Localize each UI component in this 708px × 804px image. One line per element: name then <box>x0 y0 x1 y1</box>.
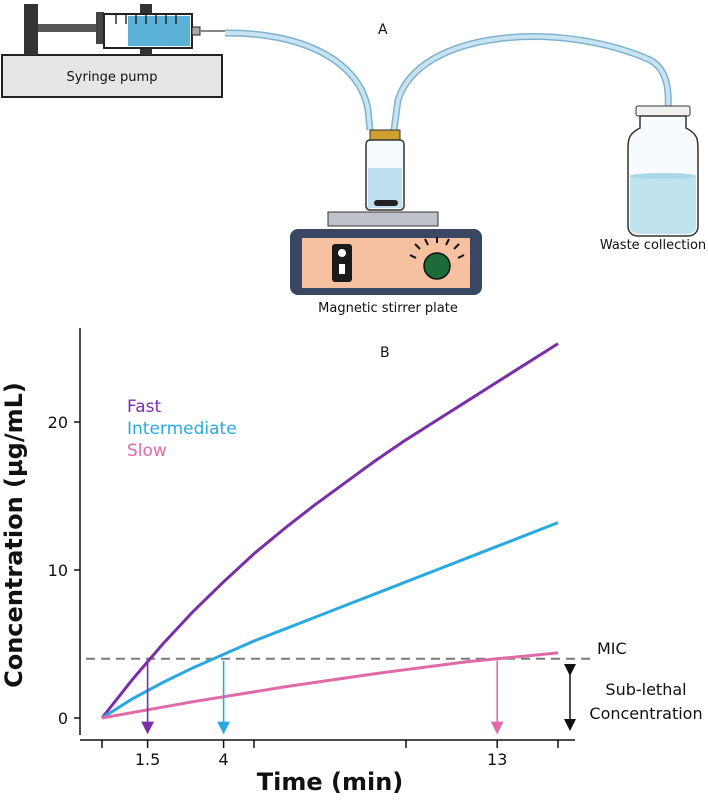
crossing-arrows <box>141 660 504 735</box>
sublethal-label-line1: Sub-lethal <box>605 680 686 699</box>
syringe-tip <box>191 26 201 36</box>
x-axis-title: Time (min) <box>257 768 404 796</box>
sublethal-label-line2: Concentration <box>589 704 702 723</box>
vial-cap <box>369 129 401 141</box>
reaction-vial <box>365 129 405 211</box>
syringe-pump-clamp-left <box>24 4 38 55</box>
syringe-pump-base <box>1 54 223 98</box>
syringe-plunger-head <box>96 12 104 44</box>
stirrer-top-plate <box>327 211 439 227</box>
legend-item-fast: Fast <box>127 397 161 417</box>
series-layer <box>100 342 559 720</box>
y-axis-title: Concentration (µg/mL) <box>0 382 28 688</box>
syringe-graduations <box>115 14 177 24</box>
panel-b-label: B <box>380 345 390 361</box>
x-tick-label-1.5: 1.5 <box>135 750 160 769</box>
syringe-pump-label: Syringe pump <box>67 70 158 85</box>
power-switch-icon <box>332 244 352 282</box>
x-tick-label-4: 4 <box>219 750 229 769</box>
concentration-chart: 0 10 20 1.5 4 13 MIC Sub-lethal Concentratio… <box>0 328 703 796</box>
stirrer-label: Magnetic stirrer plate <box>318 301 458 316</box>
y-ticks: 0 10 20 <box>48 413 80 728</box>
panel-a-label: A <box>378 22 388 38</box>
waste-liquid <box>630 176 696 234</box>
speed-knob-icon <box>423 252 451 280</box>
syringe-pump: Syringe pump <box>1 4 225 98</box>
legend-item-slow: Slow <box>127 441 167 461</box>
tubing <box>224 29 672 131</box>
waste-label: Waste collection <box>600 238 706 253</box>
waste-bottle: Waste collection <box>600 105 706 253</box>
y-tick-label-10: 10 <box>48 561 68 580</box>
series-line-slow <box>101 651 559 720</box>
magnetic-stirrer: Magnetic stirrer plate <box>290 211 482 316</box>
waste-bottle-cap <box>635 105 691 117</box>
knob-ticks <box>409 237 465 259</box>
x-ticks: 1.5 4 13 <box>101 740 559 769</box>
legend-item-intermediate: Intermediate <box>127 419 237 439</box>
series-line-intermediate <box>101 521 559 720</box>
syringe-liquid <box>128 16 190 46</box>
series-line-fast <box>100 342 559 719</box>
syringe-plunger-rod <box>38 24 98 32</box>
y-tick-label-20: 20 <box>48 413 68 432</box>
stir-bar <box>374 200 398 206</box>
y-tick-label-0: 0 <box>58 709 68 728</box>
x-tick-label-13: 13 <box>487 750 507 769</box>
mic-label: MIC <box>597 639 627 658</box>
